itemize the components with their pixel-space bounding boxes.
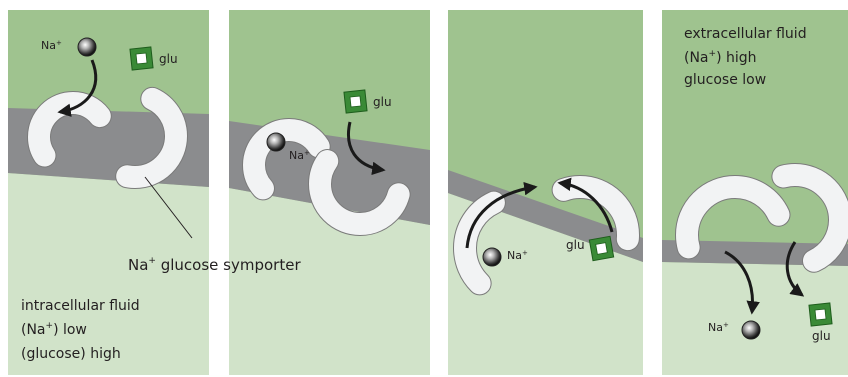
panel-2: Na+ glu — [229, 10, 430, 375]
leader-line — [144, 176, 193, 239]
symporter-label: Na+ glucose symporter — [128, 256, 301, 274]
sodium-ion — [482, 247, 502, 267]
glucose-label: glu — [566, 238, 585, 252]
sodium-arrow — [57, 59, 98, 117]
symporter-right-half — [520, 175, 640, 295]
extracellular-label-line1: extracellular fluid — [684, 26, 807, 42]
panel-3: Na+ glu — [448, 10, 643, 375]
panel-1: Na+ glu intracellular fluid (Na+) low (g… — [8, 10, 209, 375]
sodium-label: Na+ — [41, 39, 62, 52]
symporter-left-half — [453, 186, 577, 310]
glucose-label: glu — [373, 95, 392, 109]
glucose-label: glu — [812, 329, 831, 343]
sodium-ion — [266, 132, 286, 152]
extracellular-label-line2: (Na+) high — [684, 49, 757, 66]
intracellular-label-line1: intracellular fluid — [21, 298, 140, 314]
sodium-label: Na+ — [289, 149, 310, 162]
intracellular-fluid — [229, 188, 430, 375]
sodium-ion — [741, 320, 761, 340]
glucose-molecule — [808, 302, 833, 327]
symporter-right-half — [82, 83, 188, 189]
sodium-release-arrow — [724, 250, 760, 315]
intracellular-fluid — [8, 173, 209, 375]
symporter-right-half — [738, 163, 848, 277]
symporter-left-half — [675, 175, 795, 295]
sodium-label: Na+ — [708, 321, 729, 334]
extracellular-label-line3: glucose low — [684, 72, 766, 88]
glucose-molecule — [129, 46, 154, 71]
left-rotation-arrow — [465, 181, 538, 249]
symporter-right-half — [308, 132, 412, 236]
glucose-molecule — [588, 235, 615, 262]
sodium-ion — [77, 37, 97, 57]
sodium-label: Na+ — [507, 249, 528, 262]
symporter-left-half — [27, 91, 119, 183]
membrane — [662, 240, 848, 266]
intracellular-label-line3: (glucose) high — [21, 346, 121, 362]
right-rotation-arrow — [557, 177, 614, 233]
intracellular-fluid — [448, 193, 643, 375]
glucose-release-arrow — [785, 241, 805, 297]
glucose-arrow — [347, 121, 386, 176]
glucose-molecule — [343, 89, 368, 114]
intracellular-label-line2: (Na+) low — [21, 321, 87, 338]
symporter-left-half — [242, 118, 336, 212]
glucose-label: glu — [159, 52, 178, 66]
panel-4: Na+ glu extracellular fluid (Na+) high g… — [662, 10, 848, 375]
